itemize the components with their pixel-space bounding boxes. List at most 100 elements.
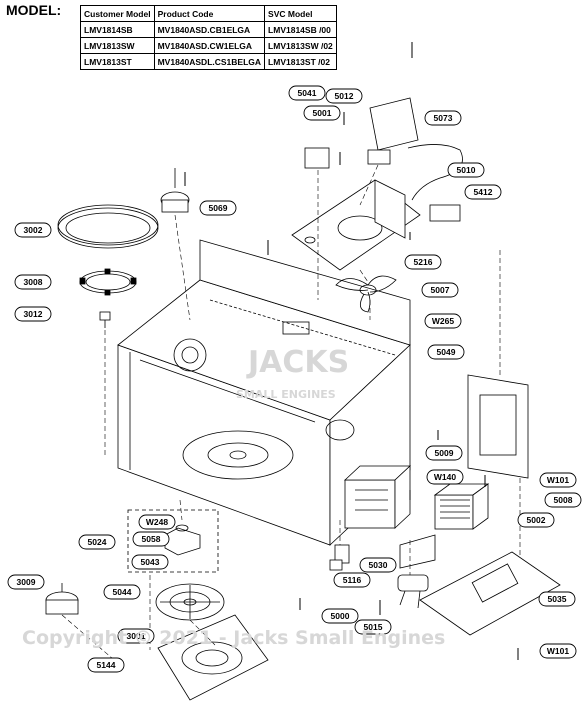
top-plate: [291, 179, 421, 271]
cover: [157, 614, 269, 701]
callout-5069: 5069: [199, 200, 237, 216]
callout-label: 3002: [24, 225, 43, 235]
callout-5002: 5002: [517, 512, 555, 528]
callout-pill: [359, 557, 397, 573]
callout-pill: [539, 472, 577, 488]
callout-label: 5001: [313, 108, 332, 118]
callout-W101a: W101: [539, 472, 577, 488]
callout-5049: 5049: [427, 344, 465, 360]
callout-label: 5010: [457, 165, 476, 175]
callout-label: W101: [547, 475, 569, 485]
turntable-motor-top: [160, 168, 190, 213]
callout-5015: 5015: [354, 619, 392, 635]
callout-pill: [544, 492, 582, 508]
callout-label: 5002: [527, 515, 546, 525]
callout-5058: 5058: [132, 531, 170, 547]
callout-label: 5000: [331, 611, 350, 621]
callout-W265: W265: [424, 313, 462, 329]
bracket: [399, 534, 436, 569]
callout-5010: 5010: [447, 162, 485, 178]
callout-pill: [78, 534, 116, 550]
callout-pill: [424, 313, 462, 329]
transformer: [343, 465, 412, 529]
callout-W140: W140: [426, 469, 464, 485]
wall-plate: [467, 374, 529, 479]
roller-ring: [79, 268, 137, 296]
callout-3008: 3008: [14, 274, 52, 290]
callout-pill: [132, 531, 170, 547]
callout-5024: 5024: [78, 534, 116, 550]
model-row: LMV1813SW MV1840ASD.CW1ELGA LMV1813SW /0…: [80, 37, 337, 54]
callout-pill: [421, 282, 459, 298]
callout-label: 5069: [209, 203, 228, 213]
callout-label: 5058: [142, 534, 161, 544]
callout-label: 5008: [554, 495, 573, 505]
assembly-lines: [61, 164, 521, 666]
callout-pill: [333, 572, 371, 588]
callout-label: W248: [146, 517, 168, 527]
fan-blade: [335, 275, 397, 313]
callout-5144: 5144: [87, 657, 125, 673]
callout-pill: [14, 274, 52, 290]
svc-model: LMV1813ST /02: [264, 53, 337, 70]
callout-5073: 5073: [424, 110, 462, 126]
callout-label: 5049: [437, 347, 456, 357]
callout-pill: [517, 512, 555, 528]
callout-pill: [199, 200, 237, 216]
callout-label: 5044: [113, 587, 132, 597]
magnetron: [433, 483, 490, 530]
callout-label: W101: [547, 646, 569, 656]
callout-5035: 5035: [538, 591, 576, 607]
callout-pill: [464, 184, 502, 200]
callout-pill: [288, 85, 326, 101]
callout-5041: 5041: [288, 85, 326, 101]
callout-5001: 5001: [303, 105, 341, 121]
stirrer-group: [127, 509, 219, 573]
stirrer-motor: [45, 583, 79, 615]
callout-label: 5012: [335, 91, 354, 101]
callout-3001: 3001: [117, 628, 155, 644]
callout-pill: [103, 584, 141, 600]
callout-5012: 5012: [325, 88, 363, 104]
callout-5000: 5000: [321, 608, 359, 624]
callout-label: 5041: [298, 88, 317, 98]
callout-label: 5007: [431, 285, 450, 295]
product-code: MV1840ASDL.CS1BELGA: [153, 53, 266, 70]
callout-3002: 3002: [14, 222, 52, 238]
callout-pill: [14, 222, 52, 238]
base-plate: [419, 551, 561, 636]
callout-pill: [138, 514, 176, 530]
callout-pill: [117, 628, 155, 644]
callout-pill: [424, 110, 462, 126]
switch: [329, 544, 350, 571]
model-table: Customer Model Product Code SVC Model LM…: [80, 5, 337, 70]
callout-W248: W248: [138, 514, 176, 530]
callout-label: 5043: [141, 557, 160, 567]
callout-5412: 5412: [464, 184, 502, 200]
callout-pill: [321, 608, 359, 624]
watermark-logo-sub: SMALL ENGINES: [236, 388, 336, 401]
callout-label: 3012: [24, 309, 43, 319]
capacitor: [397, 574, 429, 609]
callout-5043: 5043: [131, 554, 169, 570]
callout-label: 5216: [414, 257, 433, 267]
callout-pill: [303, 105, 341, 121]
callout-pill: [87, 657, 125, 673]
top-components: [304, 97, 463, 222]
callout-label: 5009: [435, 448, 454, 458]
callout-pill: [425, 445, 463, 461]
callout-5216: 5216: [404, 254, 442, 270]
callout-5044: 5044: [103, 584, 141, 600]
callout-label: 5116: [343, 575, 362, 585]
callout-pill: [131, 554, 169, 570]
callout-3009: 3009: [7, 574, 45, 590]
callout-pill: [14, 306, 52, 322]
callout-pill: [447, 162, 485, 178]
coupler: [99, 311, 111, 328]
watermark-logo: JACKS: [246, 345, 349, 380]
callout-label: 3009: [17, 577, 36, 587]
watermark-copyright: Copyright © 2021 - Jacks Small Engines: [22, 627, 445, 649]
callout-pill: [426, 469, 464, 485]
callout-label: W140: [434, 472, 456, 482]
